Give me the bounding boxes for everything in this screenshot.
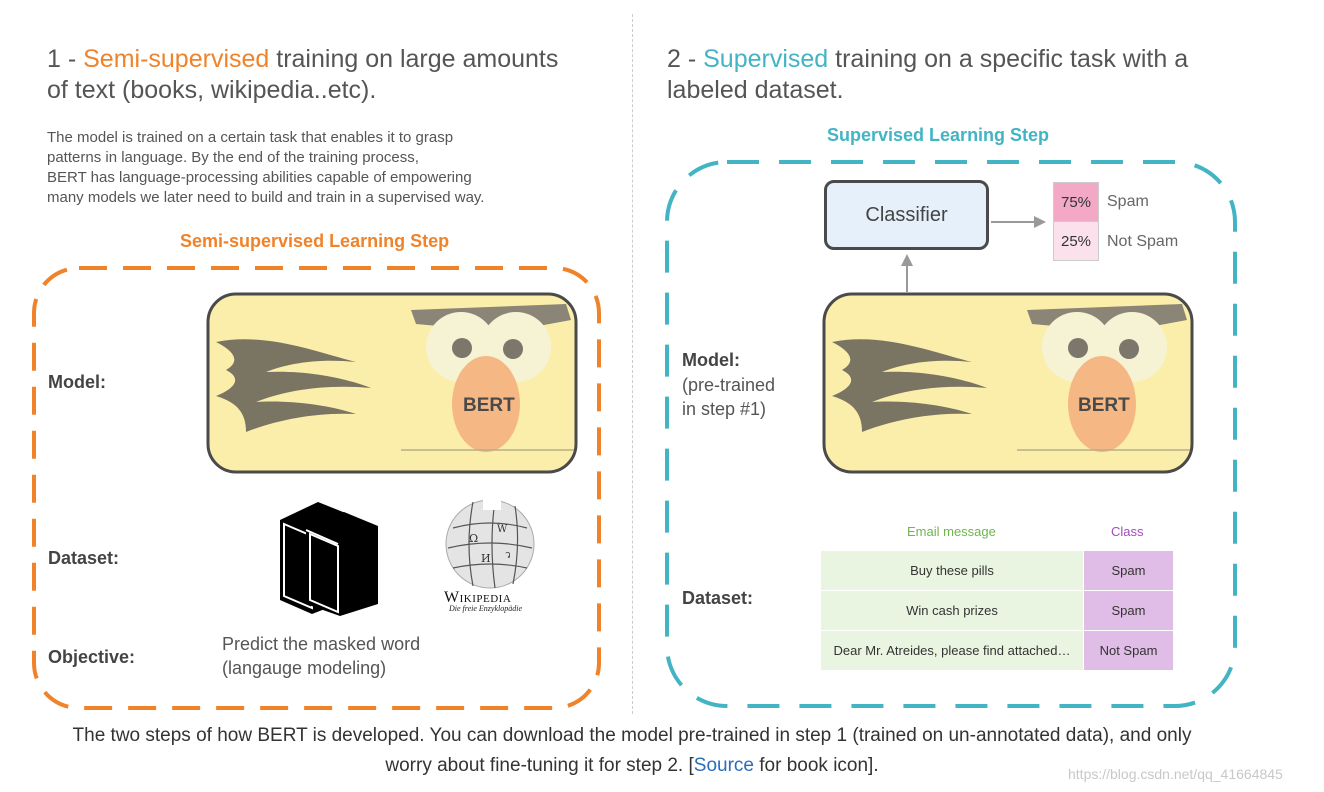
bert-character-icon — [822, 292, 1194, 474]
table-row: Win cash prizes Spam — [820, 590, 1174, 631]
supervised-dashed-box — [665, 160, 1237, 708]
bert-name-label: BERT — [1078, 395, 1130, 416]
output-label-not-spam: Not Spam — [1107, 233, 1179, 250]
objective-line: Predict the masked word — [222, 634, 421, 654]
table-cell-class: Not Spam — [1083, 630, 1174, 671]
wikipedia-globe-icon: Ω W И ว — [445, 498, 535, 589]
model-subtext-line: in step #1) — [682, 399, 767, 419]
table-cell-message: Buy these pills — [820, 550, 1084, 591]
step1-heading: 1 - Semi-supervised training on large am… — [47, 44, 617, 106]
table-row: Buy these pills Spam — [820, 550, 1174, 591]
arrows — [901, 216, 1046, 292]
caption-line2-pre: worry about fine-tuning it for step 2. [ — [385, 755, 694, 776]
step1-highlight: Semi-supervised — [83, 45, 270, 73]
caption-line2: worry about fine-tuning it for step 2. [… — [0, 751, 1264, 781]
source-link[interactable]: Source — [693, 755, 754, 776]
step1-rest: training on large amounts — [269, 45, 559, 73]
bert-name-label: BERT — [463, 395, 515, 416]
table-cell-message: Win cash prizes — [820, 590, 1084, 631]
classifier-box: Classifier — [824, 180, 989, 250]
output-pct-spam: 75% — [1053, 182, 1099, 222]
description-line: BERT has language-processing abilities c… — [47, 169, 472, 186]
watermark: https://blog.csdn.net/qq_41664845 — [1068, 766, 1283, 782]
model-label: Model: — [48, 372, 106, 392]
table-cell-class: Spam — [1083, 590, 1174, 631]
caption-line2-post: for book icon]. — [753, 755, 879, 776]
books-icon — [280, 502, 378, 616]
dataset-table: Buy these pills Spam Win cash prizes Spa… — [820, 550, 1174, 671]
model-label-right: Model: — [682, 350, 740, 370]
svg-text:Ω: Ω — [469, 532, 478, 545]
table-header-class: Class — [1111, 524, 1144, 539]
step2-rest-line2: labeled dataset. — [667, 76, 844, 104]
supervised-box-title: Supervised Learning Step — [827, 125, 1050, 145]
step2-heading: 2 - Supervised training on a specific ta… — [667, 44, 1267, 106]
dataset-label: Dataset: — [48, 548, 120, 568]
objective-line: (langauge modeling) — [222, 658, 387, 678]
step2-highlight: Supervised — [703, 45, 829, 73]
wikipedia-wordmark: Wikipedia — [444, 589, 512, 606]
objective-text: Predict the masked word (langauge modeli… — [222, 632, 420, 680]
svg-text:W: W — [497, 524, 508, 535]
table-cell-class: Spam — [1083, 550, 1174, 591]
bert-character-icon — [206, 292, 578, 474]
description-line: The model is trained on a certain task t… — [47, 129, 454, 146]
output-label-spam: Spam — [1107, 193, 1149, 210]
objective-label: Objective: — [48, 647, 136, 667]
svg-text:ว: ว — [505, 550, 511, 561]
semi-supervised-dashed-box — [32, 266, 601, 710]
step1-rest-line2: of text (books, wikipedia..etc). — [47, 76, 377, 104]
table-cell-message: Dear Mr. Atreides, please find attached… — [820, 630, 1084, 671]
step2-number: 2 - — [667, 45, 704, 73]
classifier-label: Classifier — [865, 203, 948, 226]
semi-supervised-box-title: Semi-supervised Learning Step — [180, 231, 450, 251]
table-row: Dear Mr. Atreides, please find attached…… — [820, 630, 1174, 671]
dataset-label-right: Dataset: — [682, 588, 754, 608]
caption-line1: The two steps of how BERT is developed. … — [72, 725, 1192, 746]
step1-number: 1 - — [47, 45, 84, 73]
description-line: patterns in language. By the end of the … — [47, 149, 419, 166]
svg-text:И: И — [481, 552, 491, 565]
model-subtext: (pre-trained in step #1) — [682, 373, 775, 421]
description-line: many models we later need to build and t… — [47, 189, 485, 206]
wikipedia-tagline: Die freie Enzyklopädie — [449, 604, 523, 613]
table-header-message: Email message — [907, 524, 996, 539]
output-pct-not-spam: 25% — [1053, 221, 1099, 261]
column-divider — [632, 14, 633, 714]
step1-description: The model is trained on a certain task t… — [47, 128, 607, 208]
step2-rest: training on a specific task with a — [828, 45, 1189, 73]
figure-caption: The two steps of how BERT is developed. … — [0, 721, 1264, 781]
model-subtext-line: (pre-trained — [682, 375, 776, 395]
